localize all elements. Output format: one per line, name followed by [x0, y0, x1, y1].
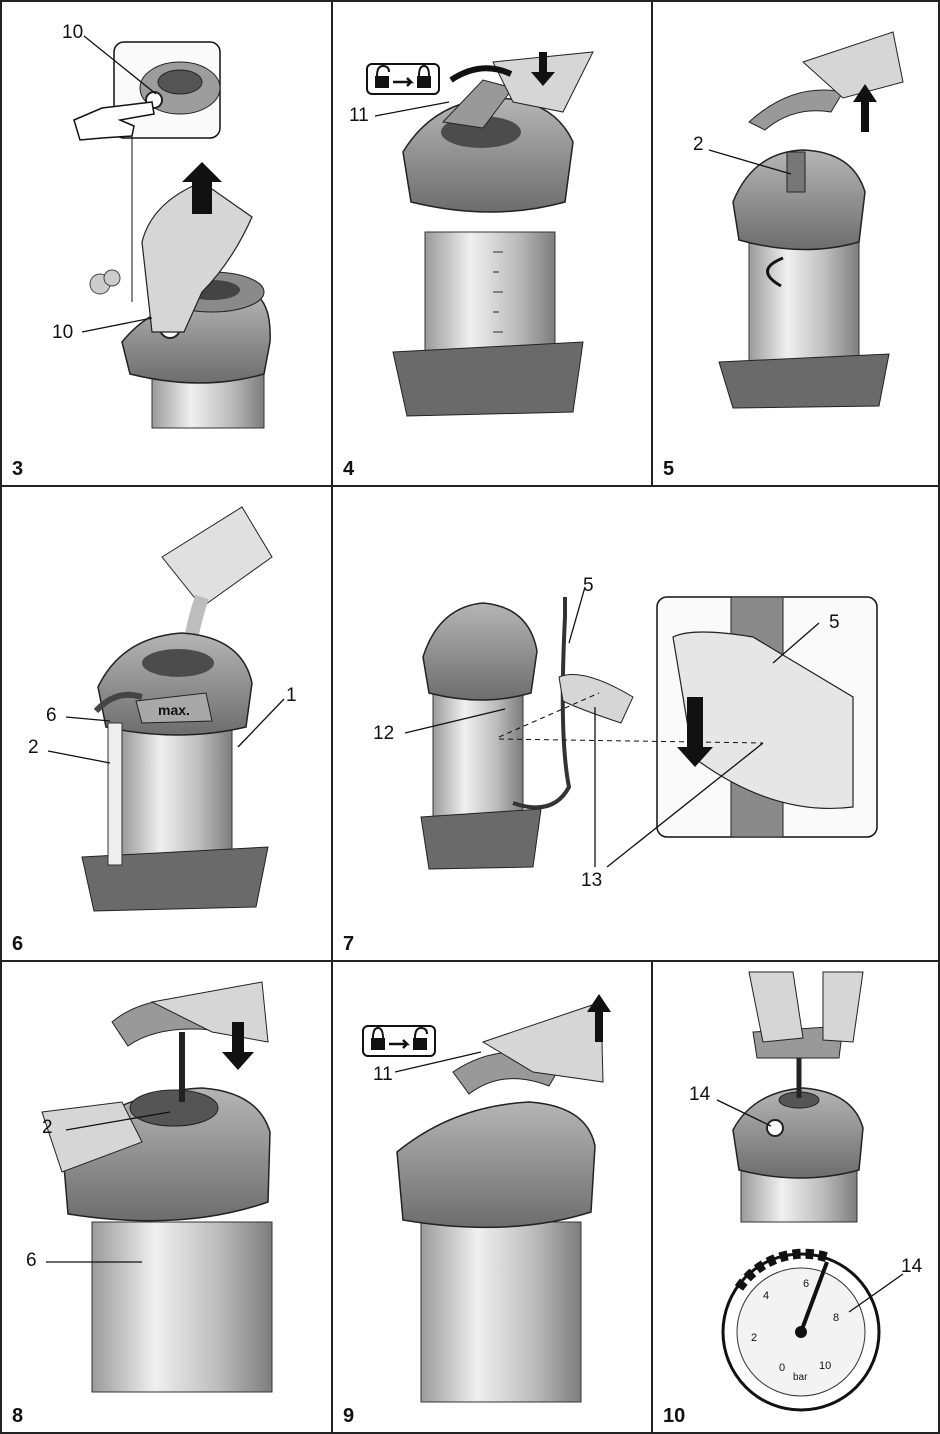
panel-9: 11 9: [331, 960, 653, 1434]
panel-number-5: 5: [663, 458, 675, 480]
callout-14-top: 14: [689, 1084, 711, 1105]
panel-number-7: 7: [343, 933, 355, 955]
gauge-tick-2: 2: [751, 1332, 758, 1344]
panel-7: 5 5 12 13 7: [331, 485, 940, 962]
down-arrow-icon: [531, 52, 555, 86]
callout-12: 12: [373, 723, 395, 744]
panel-number-6: 6: [12, 933, 24, 955]
panel-5: 2 5: [651, 0, 940, 487]
panel-6: max. 6 2 1 6: [0, 485, 333, 962]
callout-11: 11: [373, 1064, 393, 1085]
panel-9-illustration: [362, 994, 611, 1403]
callout-5-left: 5: [583, 575, 594, 596]
panel-6-illustration: [47, 506, 285, 912]
max-fill-mark: [135, 692, 213, 724]
panel-4-illustration: [366, 51, 594, 417]
lock-to-unlock-icon: [362, 1025, 436, 1057]
callout-6: 6: [26, 1250, 37, 1271]
pressure-gauge: [721, 1248, 881, 1412]
panel-number-4: 4: [343, 458, 355, 480]
panel-number-9: 9: [343, 1405, 355, 1427]
callout-6: 6: [46, 705, 57, 726]
callout-14-gauge: 14: [901, 1256, 923, 1277]
panel-10-illustration: [716, 971, 904, 1412]
unlock-to-lock-icon: [366, 63, 440, 95]
gauge-needle: [799, 1261, 829, 1333]
down-arrow-icon: [677, 697, 713, 767]
up-arrow-icon: [587, 994, 611, 1042]
panel-10: 0 2 4 6 8 10 bar 14 14 10: [651, 960, 940, 1434]
callout-10-top: 10: [62, 22, 84, 43]
down-arrow-icon: [222, 1022, 254, 1070]
panel-8: 2 6 8: [0, 960, 333, 1434]
gauge-tick-0: 0: [779, 1362, 786, 1374]
gauge-tick-4: 4: [763, 1290, 770, 1302]
callout-2: 2: [42, 1117, 53, 1138]
up-arrow-icon: [182, 162, 222, 214]
up-arrow-icon: [853, 84, 877, 132]
callout-2: 2: [28, 737, 39, 758]
gauge-tick-6: 6: [803, 1278, 810, 1290]
gauge-unit: bar: [793, 1372, 808, 1383]
gauge-tick-10: 10: [819, 1360, 832, 1372]
callout-1: 1: [286, 685, 297, 706]
panel-number-3: 3: [12, 458, 24, 480]
callout-13: 13: [581, 870, 603, 891]
panel-4: 11 4: [331, 0, 653, 487]
gauge-tick-8: 8: [833, 1312, 840, 1324]
callout-11: 11: [349, 105, 369, 126]
panel-5-illustration: [708, 31, 904, 409]
callout-2: 2: [693, 134, 704, 155]
max-label: max.: [158, 702, 190, 718]
panel-number-8: 8: [12, 1405, 24, 1427]
panel-8-illustration: [41, 981, 273, 1393]
panel-3-illustration: [73, 35, 271, 429]
panel-number-10: 10: [663, 1405, 686, 1427]
panel-3: 10 10 3: [0, 0, 333, 487]
callout-10-bottom: 10: [52, 322, 74, 343]
panel-7-illustration: [404, 586, 878, 870]
pointing-hand-icon: [73, 101, 155, 141]
callout-5-inset: 5: [829, 612, 840, 633]
